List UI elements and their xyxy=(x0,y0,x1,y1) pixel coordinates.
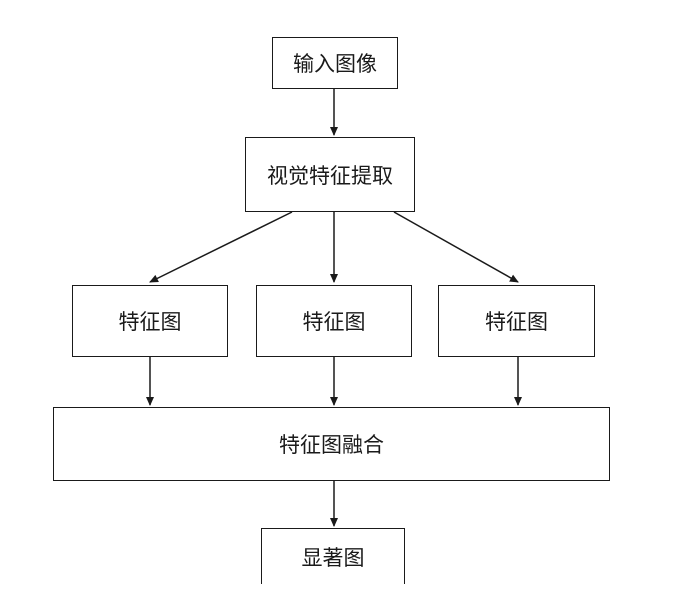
node-feature-map-1: 特征图 xyxy=(72,285,228,357)
node-saliency-map: 显著图 xyxy=(261,528,405,584)
edge-extract-to-feature-map-1 xyxy=(149,211,293,283)
node-visual-feature-extraction-label: 视觉特征提取 xyxy=(267,163,393,188)
node-feature-map-3-label: 特征图 xyxy=(485,310,548,334)
node-saliency-map-label: 显著图 xyxy=(301,545,365,570)
node-feature-map-3: 特征图 xyxy=(438,285,595,357)
node-feature-map-fusion: 特征图融合 xyxy=(53,407,610,481)
node-feature-map-2-label: 特征图 xyxy=(302,310,366,334)
node-feature-map-1-label: 特征图 xyxy=(118,310,182,334)
node-feature-map-2: 特征图 xyxy=(256,285,412,357)
edge-extract-to-feature-map-3 xyxy=(393,211,519,283)
node-feature-map-fusion-label: 特征图融合 xyxy=(279,433,384,457)
node-input-image-label: 输入图像 xyxy=(293,52,377,76)
node-input-image: 输入图像 xyxy=(272,37,398,89)
node-visual-feature-extraction: 视觉特征提取 xyxy=(245,137,415,212)
